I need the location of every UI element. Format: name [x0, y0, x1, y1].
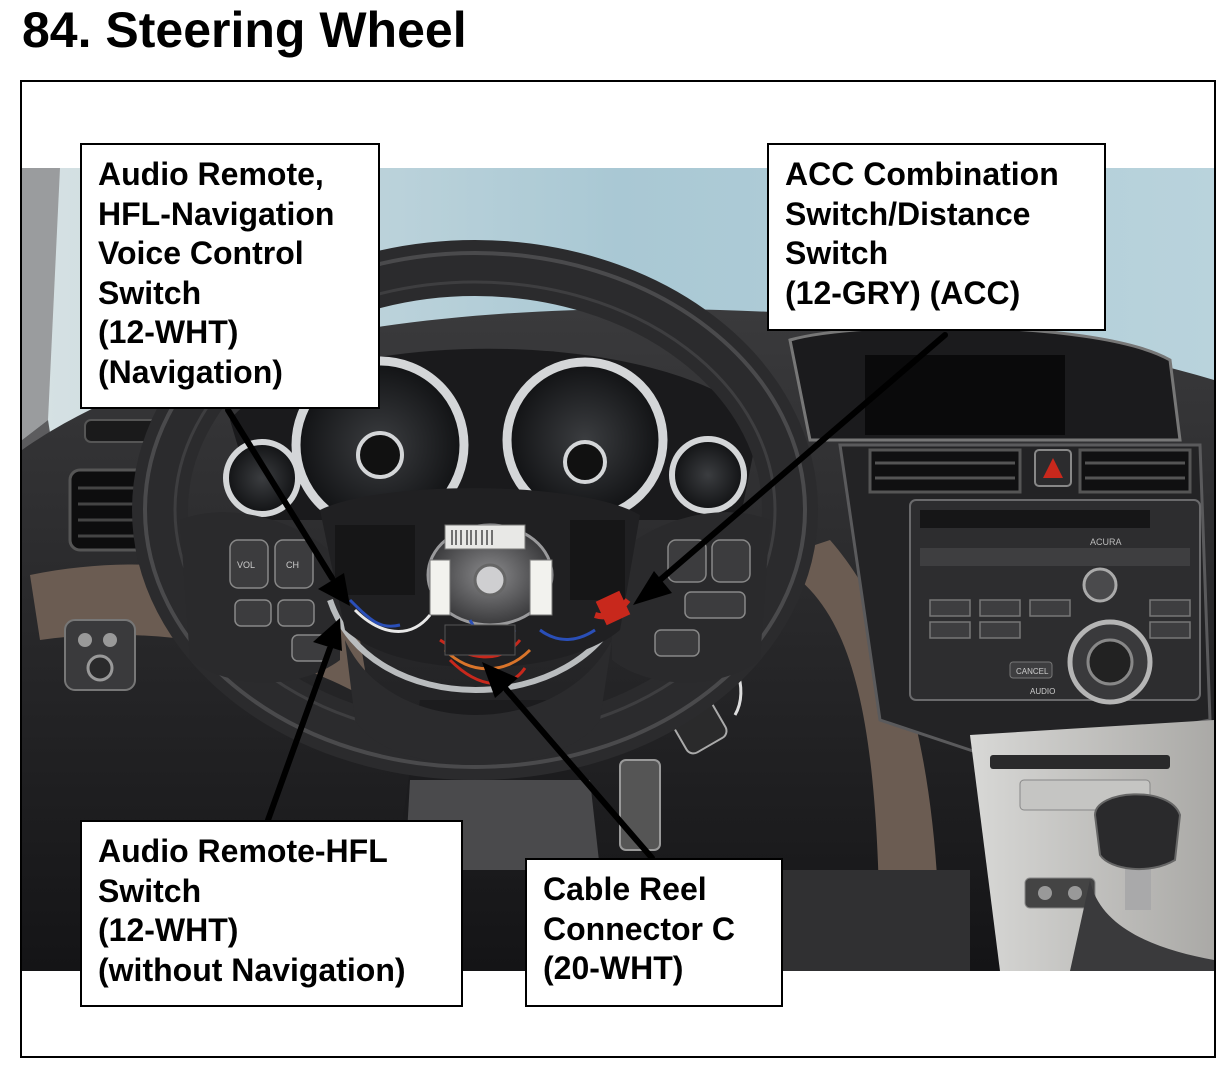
red-connector — [595, 590, 631, 626]
arrowhead-audio-nav — [318, 573, 350, 606]
dash-trim-right — [770, 540, 940, 971]
dark-housing-right — [570, 520, 625, 600]
right-spoke-buttons — [654, 539, 751, 657]
callout-line: (without Navigation) — [98, 951, 406, 988]
leader-audio-nav — [225, 407, 335, 581]
callout-line: Cable Reel — [543, 871, 707, 907]
gear-shifter-boot — [1070, 880, 1214, 971]
arrowhead-audio-hfl — [313, 618, 342, 651]
audio-knob-left — [1082, 567, 1118, 603]
callout-line: Switch/Distance — [785, 195, 1031, 232]
white-connector-left — [429, 559, 451, 616]
callout-line: Switch — [785, 235, 889, 271]
callout-line: Switch — [98, 274, 202, 311]
callout-line: (12-WHT) — [98, 314, 239, 350]
callout-line: Audio Remote-HFL — [98, 833, 388, 869]
callout-acc-combination-switch: ACC Combination Switch/Distance Switch (… — [767, 143, 1106, 331]
callout-cable-reel-connector: Cable Reel Connector C (20-WHT) — [525, 858, 783, 1007]
brake-pedal — [619, 759, 661, 851]
callout-audio-remote-navigation: Audio Remote, HFL-Navigation Voice Contr… — [80, 143, 380, 409]
cd-slot-bezel — [990, 755, 1170, 769]
leader-acc — [657, 332, 948, 583]
callout-line: (20-WHT) — [543, 950, 684, 986]
callout-line: Audio Remote, — [98, 156, 324, 192]
arrowheads — [313, 571, 672, 698]
vol-label: VOL — [237, 560, 255, 570]
white-connector-right — [529, 559, 553, 616]
cancel-label: CANCEL — [1016, 667, 1049, 676]
callout-line: (12-GRY) (ACC) — [785, 274, 1021, 311]
door-panel — [22, 168, 60, 440]
leader-audio-hfl — [265, 645, 333, 823]
console-switches — [1024, 877, 1096, 909]
left-spoke-buttons — [229, 539, 329, 662]
arrowhead-cable-reel — [482, 662, 518, 698]
callout-line: Connector C — [543, 910, 735, 947]
center-air-vents — [868, 448, 1192, 494]
callout-line: Switch — [98, 872, 202, 909]
callout-audio-remote-hfl-switch: Audio Remote-HFL Switch (12-WHT) (withou… — [80, 820, 463, 1007]
hazard-icon — [1043, 458, 1063, 478]
callout-line: (12-WHT) — [98, 912, 239, 948]
gear-shifter-knob — [1093, 793, 1182, 871]
nav-screen — [865, 355, 1065, 435]
audio-label: AUDIO — [1030, 687, 1055, 696]
temp-gauge — [669, 436, 747, 514]
barcode-label — [444, 524, 526, 550]
leader-lines — [225, 332, 948, 861]
callout-line: HFL-Navigation — [98, 195, 335, 232]
callout-line: ACC Combination — [785, 156, 1059, 192]
dark-housing-left — [335, 525, 415, 595]
page-title: 84. Steering Wheel — [22, 2, 467, 58]
callout-line: (Navigation) — [98, 353, 283, 390]
ch-label: CH — [286, 560, 299, 570]
callout-line: Voice Control — [98, 235, 304, 271]
leader-cable-reel — [502, 685, 655, 861]
acura-label: ACURA — [1090, 537, 1122, 547]
cable-reel-connector — [444, 624, 516, 656]
arrowhead-acc — [633, 571, 672, 605]
